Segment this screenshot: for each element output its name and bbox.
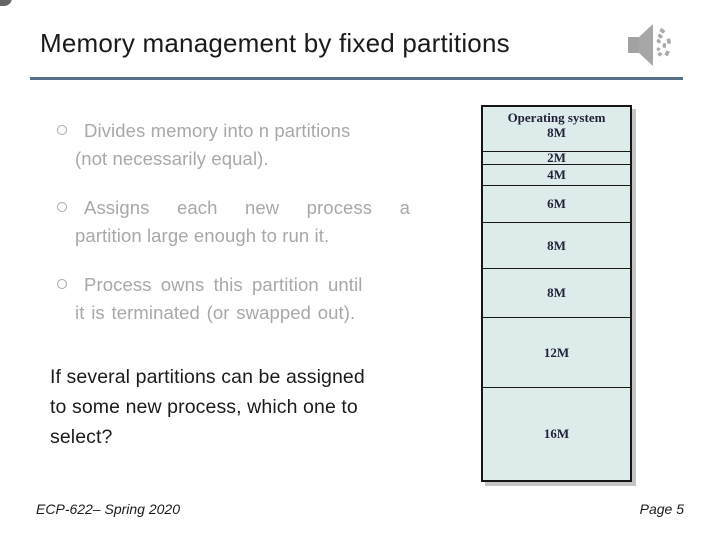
partition-row-os: Operating system 8M [483, 107, 630, 152]
partition-row: 6M [483, 186, 630, 223]
bullet-line: it is terminated (or swapped out). [75, 302, 356, 323]
bullet-text: Divides memory into n partitions (not ne… [75, 117, 410, 173]
speaker-icon[interactable] [622, 18, 682, 79]
partition-label: Operating system [507, 110, 606, 125]
slide-title: Memory management by fixed partitions [40, 28, 510, 58]
bullet-list: Divides memory into n partitions (not ne… [50, 117, 410, 348]
partition-row: 8M [483, 269, 630, 318]
partition-size: 8M [547, 125, 566, 140]
partition-size: 2M [547, 150, 566, 165]
bullet-text: Assigns each new process a partition lar… [75, 194, 410, 250]
partition-size: 16M [543, 426, 570, 441]
partition-size: 8M [547, 237, 566, 253]
bullet-line: Divides memory into n partitions [84, 120, 351, 141]
partition-size: 8M [547, 285, 566, 300]
corner-artifact [0, 0, 12, 6]
partition-row: 2M [483, 150, 630, 165]
bullet-item-assigns: Assigns each new process a partition lar… [50, 194, 410, 250]
bullet-line: partition large enough to run it. [75, 225, 330, 246]
partition-row: 4M [483, 165, 630, 186]
question-line: select? [50, 426, 113, 448]
memory-partition-diagram: Operating system 8M 2M 4M 6M 8M 8M 12M 1… [481, 105, 632, 482]
partition-row: 8M [483, 223, 630, 269]
partition-row: 16M [483, 388, 630, 480]
footer-page-number: Page 5 [639, 501, 684, 517]
bullet-item-divides: Divides memory into n partitions (not ne… [50, 117, 410, 173]
bullet-line: Process owns this partition until [84, 274, 363, 295]
bullet-circle-icon [57, 279, 67, 289]
header-divider-line [30, 77, 683, 80]
bullet-line: Assigns each new process a [84, 197, 410, 218]
partition-size: 4M [547, 167, 566, 182]
bullet-circle-icon [57, 125, 67, 135]
footer-course-label: ECP-622– Spring 2020 [36, 501, 180, 517]
question-line: If several partitions can be assigned [50, 366, 365, 388]
bullet-text: Process owns this partition until it is … [75, 271, 410, 327]
bullet-item-owns: Process owns this partition until it is … [50, 271, 410, 327]
question-line: to some new process, which one to [50, 396, 358, 418]
bullet-circle-icon [57, 202, 67, 212]
partition-size: 6M [547, 196, 566, 211]
bullet-line: (not necessarily equal). [75, 148, 269, 169]
partition-size: 12M [543, 344, 570, 360]
partition-row: 12M [483, 318, 630, 388]
question-paragraph: If several partitions can be assigned to… [50, 362, 410, 452]
